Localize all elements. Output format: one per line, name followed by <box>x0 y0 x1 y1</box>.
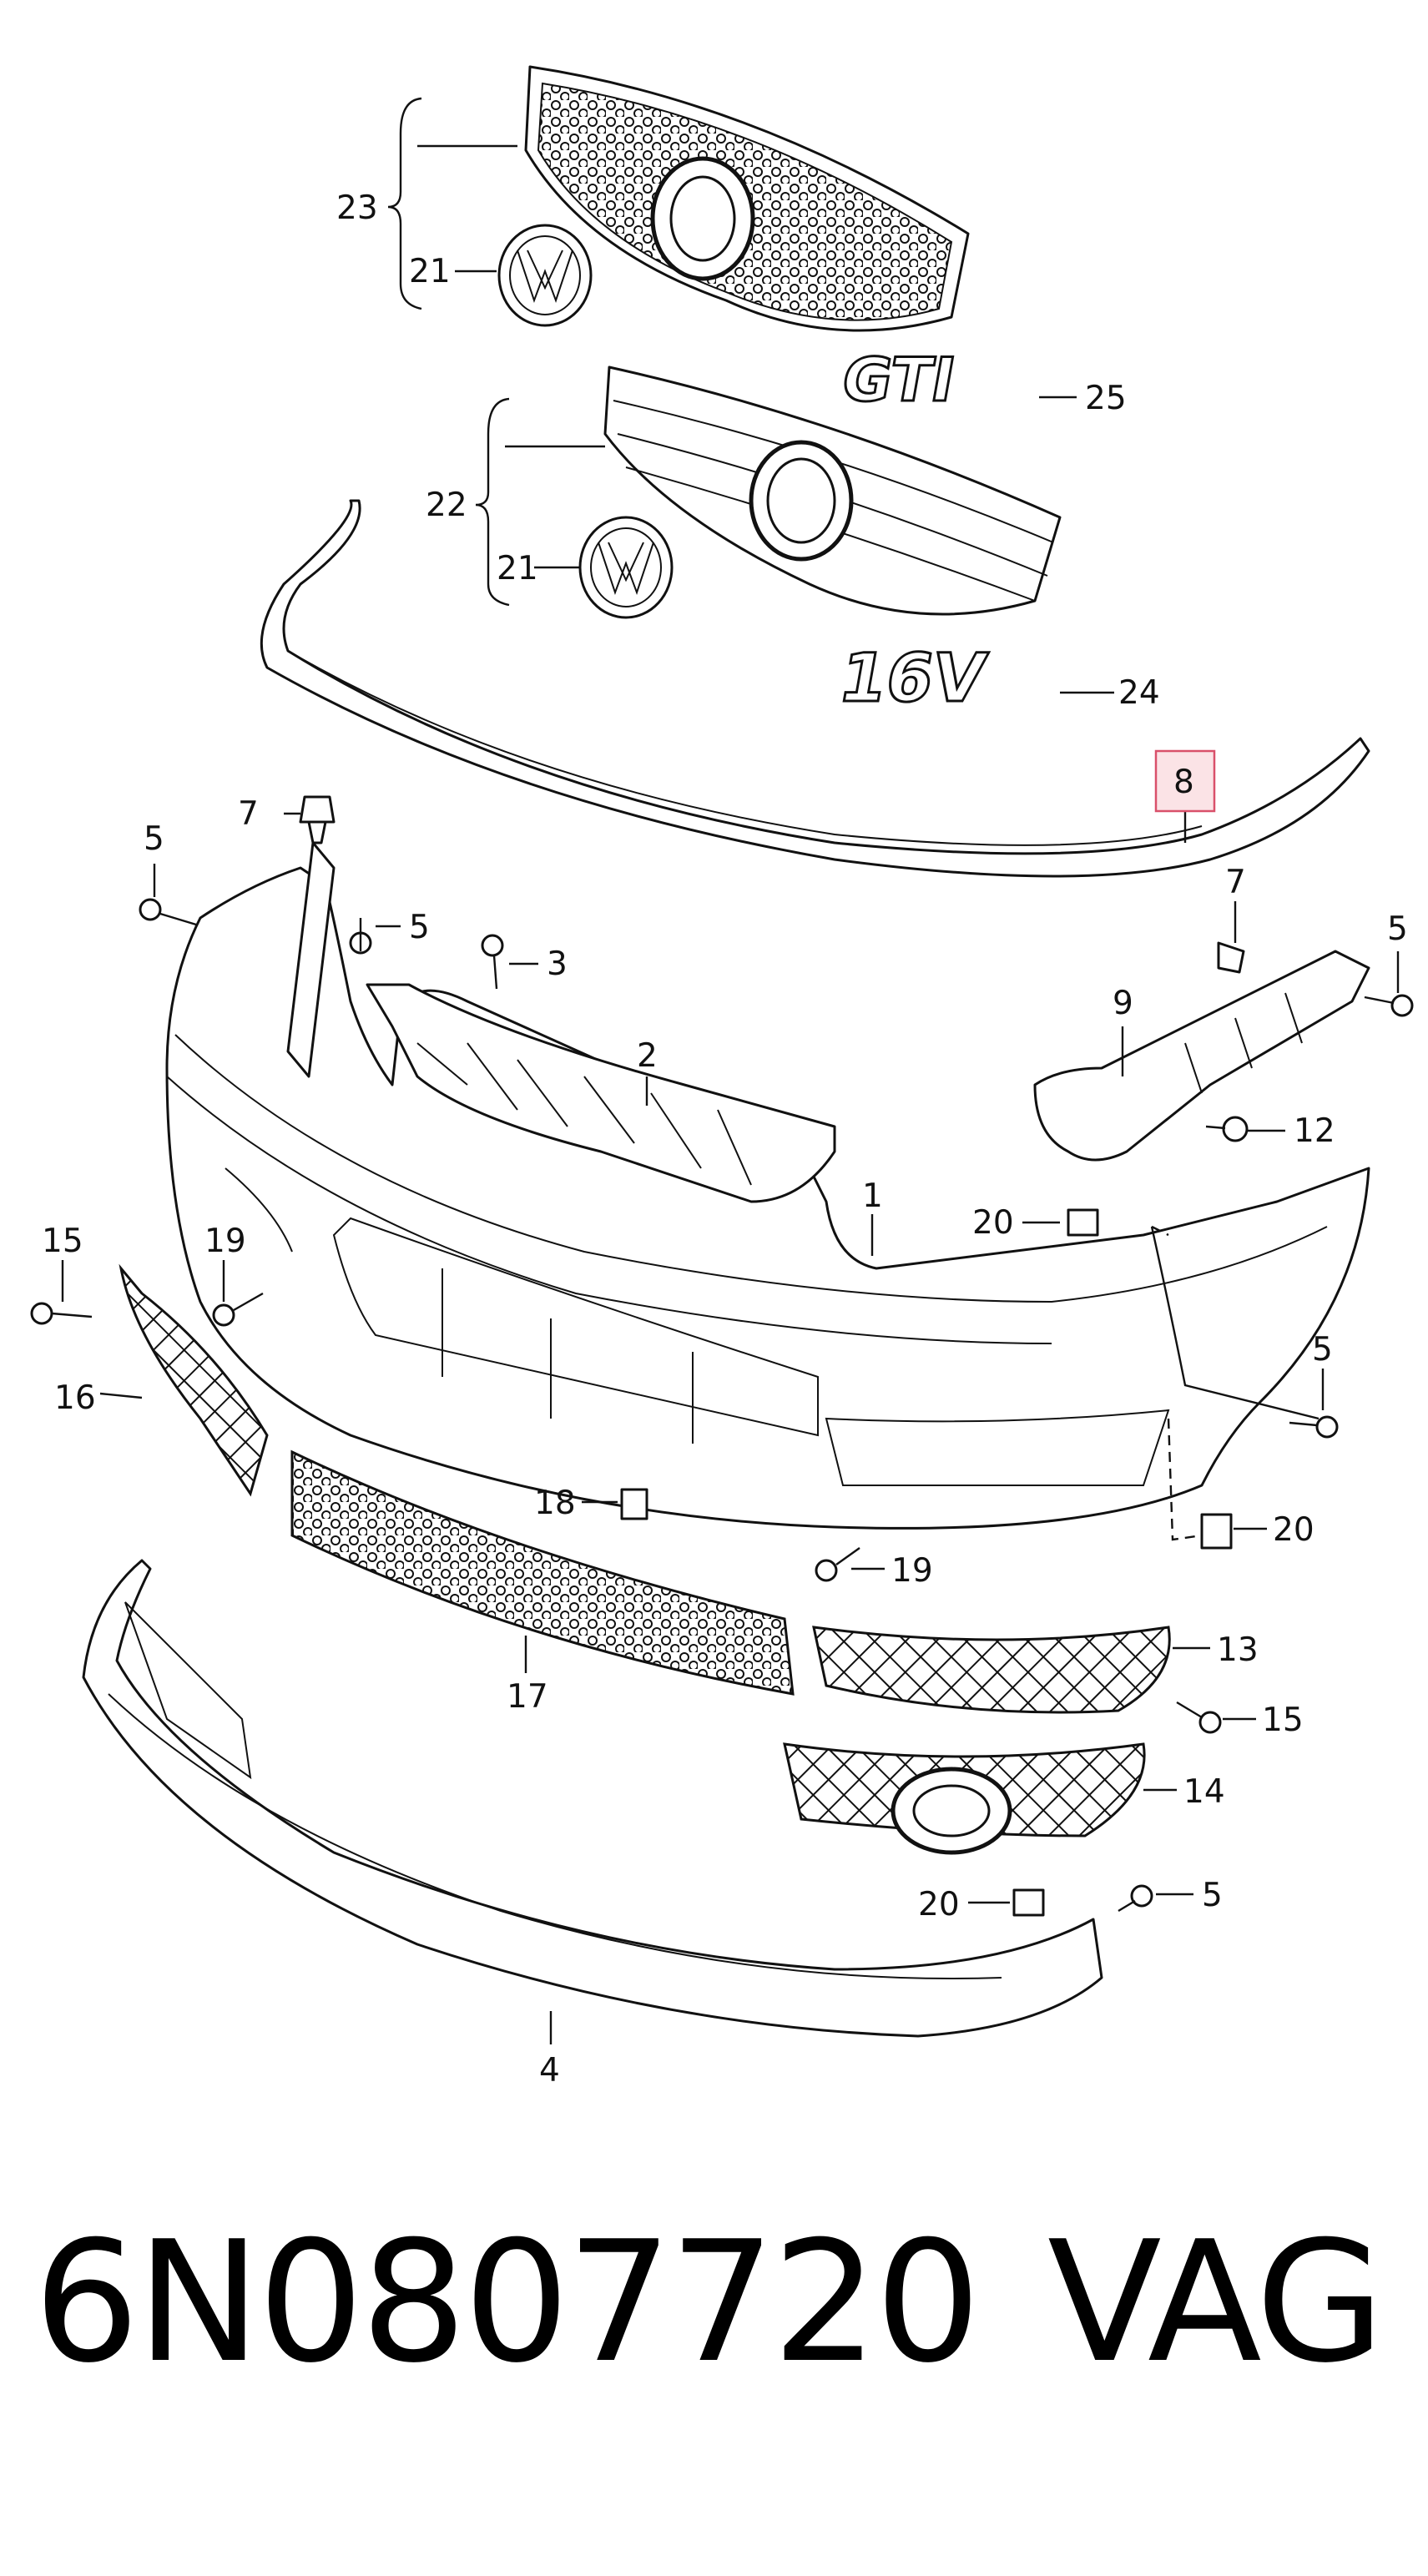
upper-moulding-strip <box>260 499 1370 878</box>
nut-20-a <box>1067 1208 1099 1237</box>
screw-5-a <box>139 898 197 926</box>
fasteners <box>30 795 1414 1917</box>
callout-7-left: 7 <box>238 795 259 833</box>
left-guide-arm <box>286 841 336 1078</box>
side-bracket <box>1033 950 1370 1162</box>
screw-5-d <box>1289 1415 1339 1439</box>
gti-emblem: GTI <box>835 345 961 416</box>
callout-15-b: 15 <box>1262 1701 1304 1739</box>
callout-23: 23 <box>336 189 378 227</box>
centre-lower-grille <box>290 1449 795 1696</box>
screw-12 <box>1205 1116 1249 1142</box>
slat-grille <box>603 365 1062 616</box>
callout-15-a: 15 <box>42 1222 83 1260</box>
inner-bracket <box>366 983 836 1203</box>
callout-5-d: 5 <box>1312 1331 1333 1369</box>
vw-emblem-upper <box>497 224 593 327</box>
callout-25: 25 <box>1085 380 1127 417</box>
nut-18 <box>620 1488 648 1520</box>
screw-5-e <box>1118 1884 1153 1913</box>
side-grille-left <box>119 1263 269 1497</box>
callout-19-a: 19 <box>204 1222 246 1260</box>
screw-3 <box>481 934 504 990</box>
brand-name: VAG <box>1047 2205 1385 2400</box>
screw-19-b <box>815 1547 860 1582</box>
screw-15-b <box>1176 1701 1222 1734</box>
callout-5-b: 5 <box>409 909 430 946</box>
lower-spoiler <box>82 1559 1103 2038</box>
callout-4: 4 <box>539 2052 560 2090</box>
callout-9: 9 <box>1113 985 1133 1022</box>
callout-7-right: 7 <box>1225 864 1246 901</box>
callout-16: 16 <box>54 1379 96 1417</box>
screw-19-a <box>212 1292 264 1327</box>
callout-20-a: 20 <box>972 1204 1014 1242</box>
leader-lines <box>61 97 1400 2044</box>
callout-5-e: 5 <box>1202 1877 1223 1914</box>
clip-7-left <box>299 795 336 844</box>
highlight-box-8 <box>1154 749 1216 813</box>
parts-diagram: GTI 16V <box>30 65 1414 2090</box>
callout-5-c: 5 <box>1387 910 1408 948</box>
16v-emblem-text: 16V <box>833 640 992 718</box>
fog-lamp-grille <box>783 1742 1146 1855</box>
nut-20-c <box>1012 1888 1045 1917</box>
vw-emblem-lower <box>578 516 674 619</box>
screw-5-c <box>1364 994 1414 1017</box>
callout-13: 13 <box>1217 1631 1259 1669</box>
callout-24: 24 <box>1118 674 1160 712</box>
16v-emblem: 16V <box>832 638 993 718</box>
clip-7-right <box>1217 941 1245 974</box>
screw-5-b <box>349 918 372 955</box>
side-grille-right <box>812 1626 1171 1714</box>
callout-21-upper: 21 <box>409 253 451 290</box>
callout-8: 8 <box>1173 764 1194 801</box>
callout-1: 1 <box>862 1177 883 1215</box>
callout-17: 17 <box>507 1678 548 1716</box>
callout-18: 18 <box>534 1485 576 1522</box>
screw-15-a <box>30 1302 93 1325</box>
callout-12: 12 <box>1294 1112 1335 1150</box>
part-number: 6N0807720 <box>33 2205 981 2400</box>
nut-20-b <box>1200 1513 1233 1550</box>
honeycomb-grille <box>524 65 970 332</box>
callout-20-c: 20 <box>918 1886 960 1923</box>
callout-22: 22 <box>426 486 467 524</box>
callout-20-b: 20 <box>1273 1511 1314 1549</box>
callout-5-a: 5 <box>144 820 164 858</box>
callouts: 23 21 25 22 21 24 8 7 5 5 3 2 7 5 9 12 1… <box>42 189 1408 2090</box>
callout-14: 14 <box>1183 1773 1225 1811</box>
callout-3: 3 <box>547 945 568 983</box>
callout-2: 2 <box>637 1037 658 1075</box>
gti-emblem-text: GTI <box>836 346 960 416</box>
callout-21-lower: 21 <box>497 550 538 587</box>
callout-19-b: 19 <box>891 1552 933 1590</box>
